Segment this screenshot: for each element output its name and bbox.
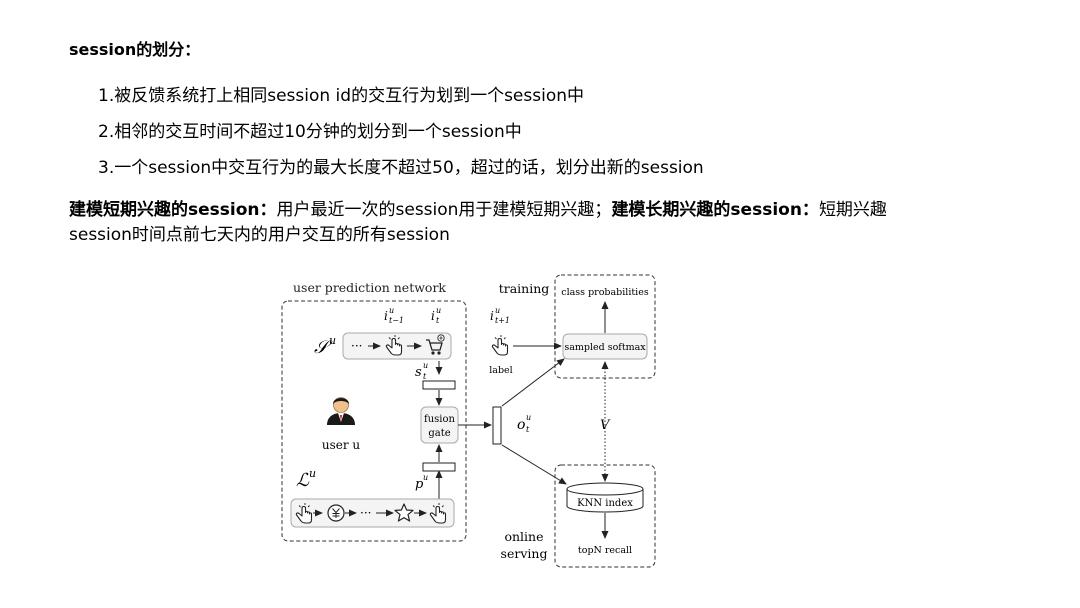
long-session-label: 建模长期兴趣的session：: [611, 200, 819, 220]
shared-embedding-arrowhead-up: [601, 361, 609, 369]
favorite-star-icon: [394, 503, 414, 522]
sequence-ellipsis: ···: [351, 339, 362, 353]
output-vector: [492, 406, 502, 445]
item-t-label: i: [431, 309, 435, 323]
output-rep-subscript: t: [526, 425, 530, 434]
output-rep-superscript: u: [526, 413, 531, 422]
knn-index-label: KNN index: [577, 498, 633, 509]
class-probabilities-label: class probabilities: [561, 287, 649, 298]
label-caption: label: [489, 365, 512, 376]
sequence-ellipsis: ···: [360, 506, 371, 520]
item-t-subscript: t: [436, 316, 440, 325]
short-session-label: 建模短期兴趣的session：: [69, 200, 277, 220]
user-prediction-network-box: [281, 300, 467, 542]
rule-item: 3.一个session中交互行为的最大长度不超过50，超过的话，划分出新的ses…: [98, 158, 704, 178]
architecture-diagram: user prediction network 𝒮 u ··· i u t−1 …: [281, 274, 656, 568]
shared-embedding-label: V: [600, 418, 611, 433]
sampled-softmax-label: sampled softmax: [564, 342, 646, 353]
next-item-superscript: u: [495, 306, 500, 315]
heading: session的划分：: [69, 40, 201, 59]
shared-embedding-arrowhead-down: [601, 474, 609, 482]
item-t-minus-1-label: i: [384, 309, 388, 323]
long-term-rep-label: p: [415, 477, 424, 492]
long-session-text: 短期兴趣session时间点前七天内的用户交互的所有session: [69, 200, 887, 245]
rules-list: 1.被反馈系统打上相同session id的交互行为划到一个session中 2…: [98, 78, 704, 186]
user-prediction-network-title: user prediction network: [293, 280, 446, 295]
item-t-minus-1-superscript: u: [389, 306, 394, 315]
long-term-session-symbol: ℒ: [296, 470, 310, 491]
topn-recall-label: topN recall: [578, 545, 632, 556]
short-term-rep-superscript: u: [423, 361, 428, 370]
payment-icon: [327, 504, 345, 522]
fusion-gate-label-line2: gate: [428, 428, 450, 439]
add-to-cart-icon: [426, 334, 445, 355]
online-serving-label-line2: serving: [501, 546, 548, 561]
training-label: training: [499, 281, 550, 296]
next-item-label: i: [490, 309, 494, 323]
long-term-rep-superscript: u: [423, 473, 428, 482]
long-term-vector: [422, 462, 456, 472]
user-label: user u: [322, 438, 361, 452]
next-item-subscript: t+1: [495, 316, 510, 325]
rule-item: 1.被反馈系统打上相同session id的交互行为划到一个session中: [98, 86, 584, 106]
click-icon: [491, 334, 509, 356]
online-serving-box: [554, 464, 656, 568]
item-t-superscript: u: [436, 306, 441, 315]
fusion-gate-label-line1: fusion: [424, 414, 455, 425]
short-term-vector: [422, 380, 456, 390]
short-term-rep-label: s: [415, 365, 422, 380]
sampled-softmax-box: [562, 333, 648, 360]
short-term-session-superscript: u: [329, 334, 336, 347]
item-t-minus-1-subscript: t−1: [389, 316, 404, 325]
short-session-text: 用户最近一次的session用于建模短期兴趣；: [276, 200, 612, 220]
short-term-rep-subscript: t: [423, 372, 427, 381]
long-term-session-superscript: u: [309, 467, 316, 480]
output-to-softmax-arrow: [501, 358, 565, 407]
knn-index-cylinder: [566, 482, 644, 513]
training-box: [554, 274, 656, 379]
output-to-knn-arrow: [501, 444, 567, 485]
output-rep-label: o: [517, 417, 525, 433]
rule-item: 2.相邻的交互时间不超过10分钟的划分到一个session中: [98, 122, 522, 142]
online-serving-label-line1: online: [504, 529, 543, 544]
user-avatar-icon: [327, 397, 355, 425]
session-paragraph: 建模短期兴趣的session：用户最近一次的session用于建模短期兴趣；建模…: [69, 198, 949, 248]
